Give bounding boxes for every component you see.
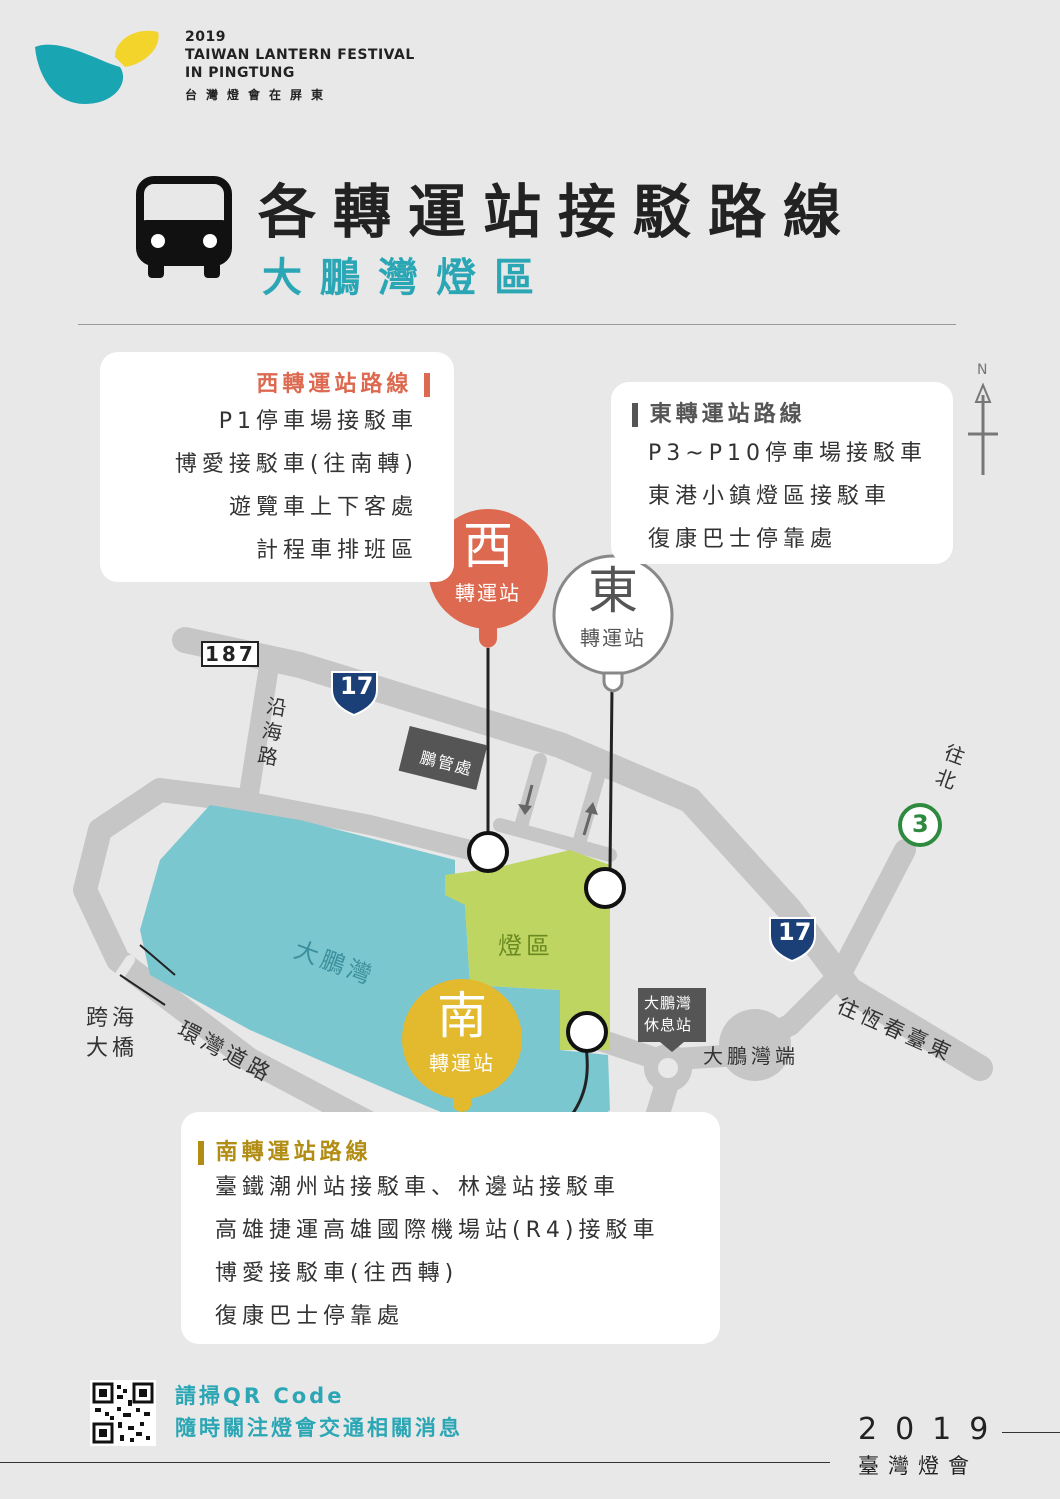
north-label: N: [977, 362, 988, 378]
bay-end-label: 大鵬灣端: [703, 1044, 799, 1068]
page-subtitle: 大鵬灣燈區: [262, 255, 552, 301]
qr-code-icon[interactable]: [90, 1380, 156, 1446]
rest-area-label: 大鵬灣 休息站: [644, 994, 693, 1034]
list-item: P1停車場接駁車: [218, 409, 418, 434]
west-station-label: 西 轉運站: [455, 517, 521, 605]
bridge-label: 跨海大橋: [86, 1006, 139, 1061]
list-item: 博愛接駁車(往西轉): [215, 1261, 459, 1286]
footer-year-zh: 臺灣燈會: [858, 1454, 978, 1478]
list-item: 復康巴士停靠處: [648, 527, 838, 552]
east-card-list: P3~P10停車場接駁車 東港小鎮燈區接駁車 復康巴士停靠處: [648, 432, 927, 561]
divider: [78, 324, 956, 325]
route-17-label: 17: [778, 918, 812, 946]
east-station-pin: [552, 554, 674, 693]
south-card-list: 臺鐵潮州站接駁車、林邊站接駁車 高雄捷運高雄國際機場站(R4)接駁車 博愛接駁車…: [215, 1166, 659, 1338]
east-station-label: 東 轉運站: [580, 562, 646, 650]
south-route-card: [181, 1112, 720, 1344]
qr-instructions: 請掃QR Code 隨時關注燈會交通相關消息: [175, 1384, 463, 1440]
festival-logo-icon: [35, 30, 159, 104]
east-card-title: 東轉運站路線: [632, 396, 806, 428]
south-card-title: 南轉運站路線: [198, 1134, 372, 1166]
list-item: 計程車排班區: [255, 538, 418, 563]
list-item: 臺鐵潮州站接駁車、林邊站接駁車: [215, 1175, 621, 1200]
west-card-list: P1停車場接駁車 博愛接駁車(往南轉) 遊覽車上下客處 計程車排班區: [100, 400, 418, 572]
list-item: 東港小鎮燈區接駁車: [648, 484, 892, 509]
list-item: 遊覽車上下客處: [228, 495, 418, 520]
west-card-title: 西轉運站路線: [100, 366, 430, 398]
route-187-label: 187: [205, 642, 256, 666]
footer-rule-top: [1002, 1432, 1060, 1433]
footer-rule-bottom: [0, 1462, 830, 1463]
west-station-pin: [428, 509, 548, 648]
footer-year: 2019: [858, 1412, 1007, 1447]
list-item: 復康巴士停靠處: [215, 1304, 405, 1329]
west-route-card: [100, 352, 454, 582]
south-station-pin: [402, 979, 522, 1112]
lantern-area-label: 燈區: [498, 932, 554, 960]
east-route-card: [611, 382, 953, 564]
page-title: 各轉運站接駁路線: [258, 178, 859, 246]
route-3-label: 3: [912, 810, 929, 838]
bus-icon: [136, 176, 232, 278]
logo-text: 2019 TAIWAN LANTERN FESTIVAL IN PINGTUNG…: [185, 29, 415, 102]
route-17-label: 17: [340, 672, 374, 700]
south-station-label: 南 轉運站: [429, 987, 495, 1075]
list-item: 博愛接駁車(往南轉): [174, 452, 418, 477]
list-item: 高雄捷運高雄國際機場站(R4)接駁車: [215, 1218, 660, 1243]
list-item: P3~P10停車場接駁車: [648, 441, 927, 466]
